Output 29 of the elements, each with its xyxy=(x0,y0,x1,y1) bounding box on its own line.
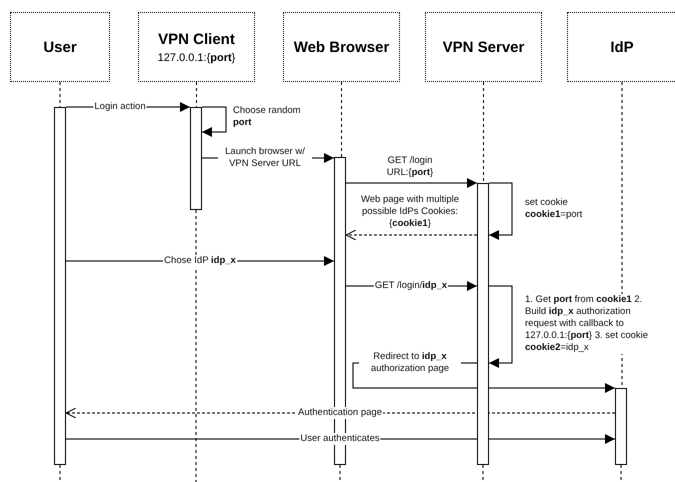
lifeline xyxy=(196,82,197,108)
participant-name: VPN Client xyxy=(158,30,235,48)
message-label: GET /login/idp_x xyxy=(374,280,448,292)
message-arrow xyxy=(488,182,512,240)
message-arrow xyxy=(346,178,478,188)
participant-name: User xyxy=(43,38,77,56)
activation-bar xyxy=(477,183,489,465)
participant-box xyxy=(10,12,110,82)
participant-box xyxy=(283,12,400,82)
lifeline xyxy=(341,82,342,158)
activation-bar xyxy=(615,388,627,465)
participant-box xyxy=(425,12,542,82)
message-label: User authenticates xyxy=(299,433,381,445)
participant-box xyxy=(567,12,675,82)
message-label: Chose IdP idp_x xyxy=(163,255,237,267)
message-label: Login action xyxy=(93,101,147,113)
participant-name: Web Browser xyxy=(294,38,390,56)
message-arrow xyxy=(202,106,226,137)
message-label: Authentication page xyxy=(297,407,383,419)
message-arrow xyxy=(346,230,478,240)
participant-address: 127.0.0.1:{port} xyxy=(158,52,236,64)
message-arrow xyxy=(488,286,512,368)
activation-bar xyxy=(190,107,202,210)
participant-box xyxy=(138,12,255,82)
message-label: Redirect to idp_x authorization page xyxy=(359,351,461,375)
participant-name: IdP xyxy=(610,38,634,56)
lifeline xyxy=(483,82,484,184)
activation-bar xyxy=(54,107,66,465)
participant-name: VPN Server xyxy=(442,38,524,56)
